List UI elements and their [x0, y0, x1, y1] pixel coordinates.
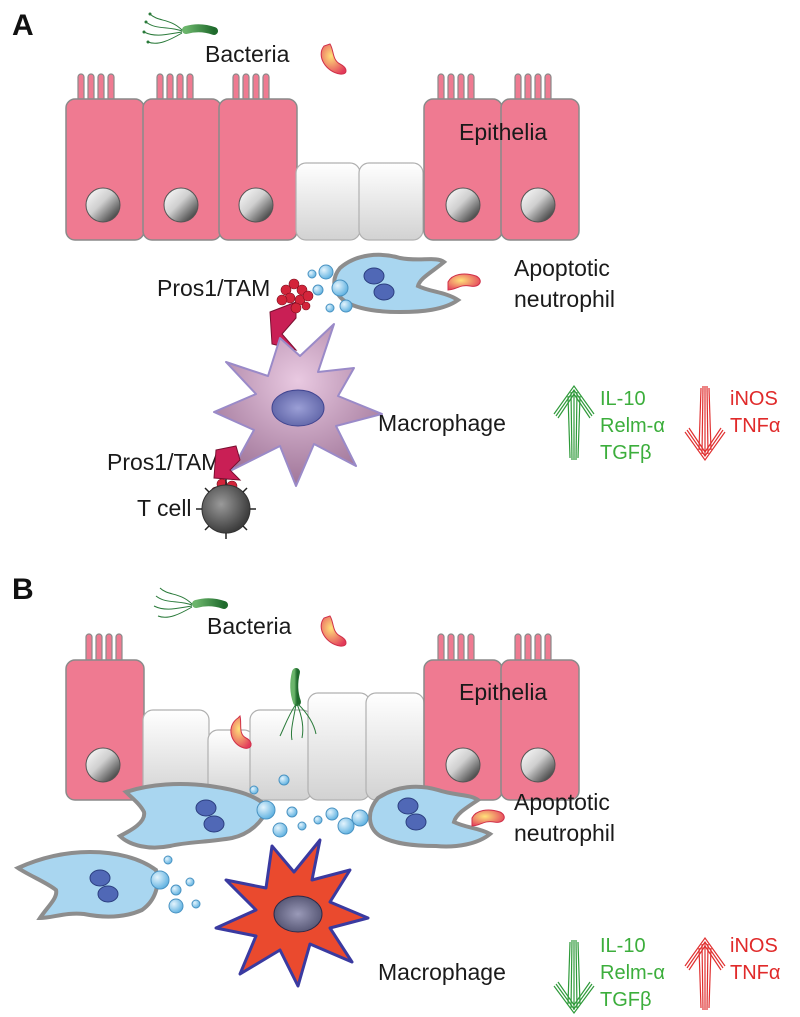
- apoptotic-label-line1: Apoptotic: [514, 255, 610, 281]
- marker-down-b-1: Relm-α: [600, 962, 665, 984]
- epithelial-cell: [500, 98, 580, 241]
- flagellated-bacterium-icon: [142, 12, 218, 44]
- damaged-epithelial-cell: [307, 692, 371, 801]
- damaged-epithelial-cell: [358, 162, 424, 241]
- t-cell: [196, 479, 256, 539]
- pros1-tam-label-lower: Pros1/TAM: [107, 449, 220, 475]
- damaged-epithelial-cell: [295, 162, 361, 241]
- epithelia-label: Epithelia: [459, 679, 547, 705]
- marker-up-a-0: IL-10: [600, 388, 646, 410]
- invading-bacterium-icon: [230, 715, 252, 749]
- marker-down-b-0: IL-10: [600, 935, 646, 957]
- invading-flagellated-bacterium-icon: [279, 668, 317, 741]
- panel-b: B Bacteria: [12, 573, 780, 1015]
- marker-down-b-2: TGFβ: [600, 989, 652, 1011]
- marker-up-a-2: TGFβ: [600, 442, 652, 464]
- pros1-tam-receptor-upper: [269, 278, 314, 351]
- marker-down-a-0: iNOS: [730, 388, 778, 410]
- panel-a: A Bacteria: [12, 9, 780, 539]
- panel-a-letter: A: [12, 9, 34, 42]
- down-arrow-icon: [684, 385, 726, 462]
- t-cell-label: T cell: [137, 495, 192, 521]
- epithelial-layer: [65, 659, 580, 801]
- apoptotic-neutrophil: [368, 784, 494, 849]
- apoptotic-blebs: [150, 774, 369, 914]
- apoptotic-label-line2: neutrophil: [514, 820, 615, 846]
- apoptotic-neutrophil: [13, 849, 160, 921]
- macrophage-label: Macrophage: [378, 410, 506, 436]
- damaged-epithelial-cell: [365, 692, 425, 801]
- bacteria-label: Bacteria: [205, 41, 290, 67]
- pros1-tam-label-upper: Pros1/TAM: [157, 275, 270, 301]
- up-arrow-icon: [553, 384, 595, 461]
- apoptotic-blebs: [307, 264, 353, 313]
- apoptotic-label-line2: neutrophil: [514, 286, 615, 312]
- macrophage-label: Macrophage: [378, 959, 506, 985]
- epithelia-label: Epithelia: [459, 119, 547, 145]
- apoptotic-label-line1: Apoptotic: [514, 789, 610, 815]
- down-arrow-icon: [553, 939, 595, 1015]
- flagellated-bacterium-icon: [153, 587, 228, 618]
- bacterium-icon: [447, 273, 481, 291]
- panel-b-letter: B: [12, 573, 34, 606]
- marker-up-b-1: TNFα: [730, 962, 780, 984]
- microvilli: [77, 73, 552, 103]
- up-arrow-icon: [684, 936, 726, 1011]
- marker-up-a-1: Relm-α: [600, 415, 665, 437]
- epithelial-layer: [65, 98, 580, 241]
- bacterium-icon: [320, 43, 347, 75]
- macrophage-resting: [213, 323, 383, 487]
- marker-up-b-0: iNOS: [730, 935, 778, 957]
- bacterium-icon: [320, 615, 347, 647]
- macrophage-inflamed: [214, 838, 370, 988]
- apoptotic-neutrophil: [332, 252, 462, 315]
- marker-down-a-1: TNFα: [730, 415, 780, 437]
- apoptotic-neutrophil: [116, 782, 271, 850]
- bacteria-label: Bacteria: [207, 613, 292, 639]
- bacterium-icon: [471, 809, 505, 827]
- microvilli: [85, 633, 552, 663]
